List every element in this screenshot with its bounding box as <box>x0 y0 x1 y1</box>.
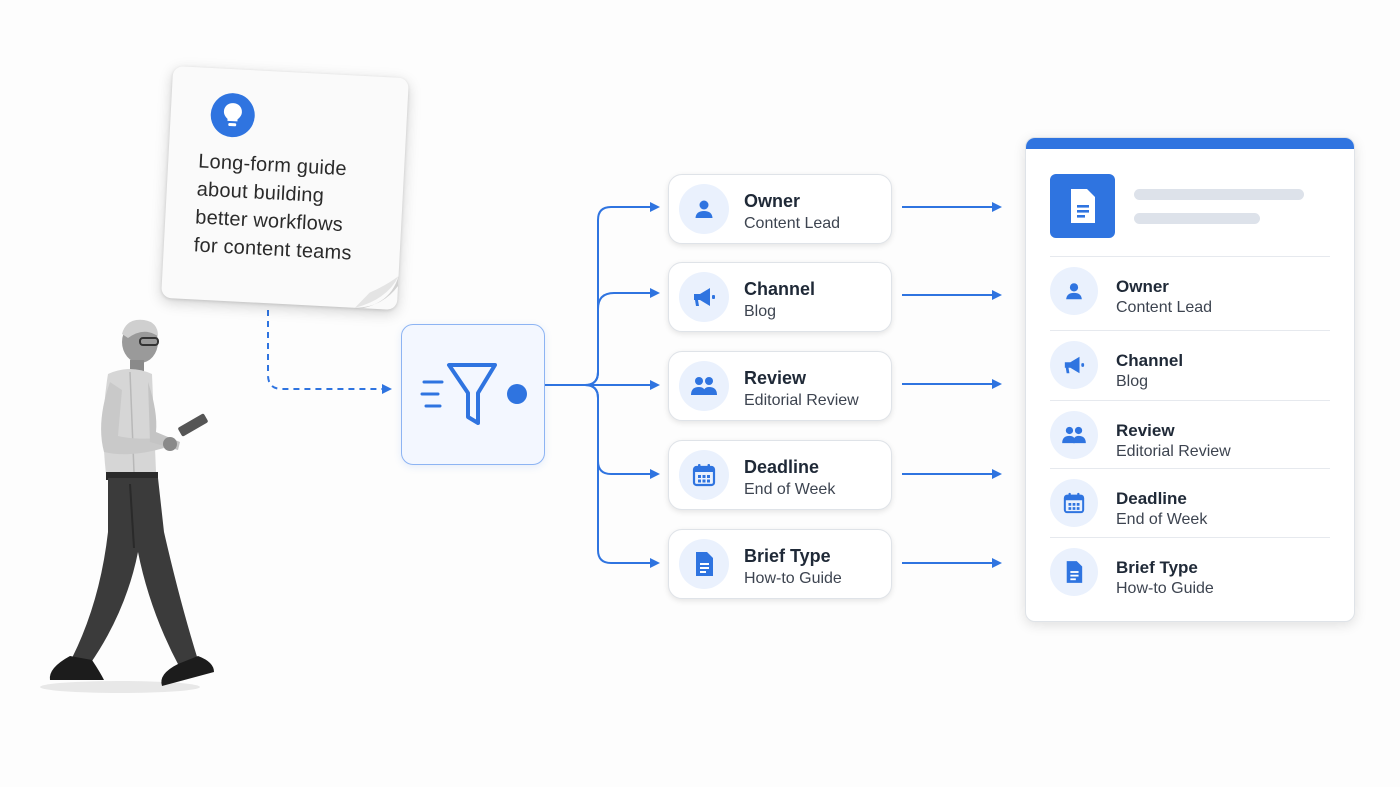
placeholder-line <box>1134 189 1304 200</box>
page-curl <box>350 276 399 309</box>
group-icon <box>679 361 729 411</box>
branch-brief-type <box>584 384 660 568</box>
person-walking-illustration <box>40 319 214 693</box>
field-value: Editorial Review <box>744 392 859 409</box>
field-value: How-to Guide <box>744 570 842 587</box>
doc-row-review: Review Editorial Review <box>1050 400 1330 469</box>
document-icon <box>679 539 729 589</box>
field-label: Brief Type <box>744 546 831 566</box>
row-value: Blog <box>1116 373 1149 390</box>
lightbulb-icon <box>209 92 256 139</box>
field-card-channel[interactable]: Channel Blog <box>668 262 892 332</box>
branch-channel <box>584 288 660 386</box>
row-label: Channel <box>1116 351 1184 370</box>
person-icon <box>1050 267 1098 315</box>
row-label: Review <box>1116 421 1175 440</box>
megaphone-icon <box>679 272 729 322</box>
filter-node[interactable] <box>401 324 545 465</box>
doc-row-owner: Owner Content Lead <box>1050 256 1330 325</box>
field-card-brief-type[interactable]: Brief Type How-to Guide <box>668 529 892 599</box>
document-icon <box>1050 174 1115 238</box>
megaphone-icon <box>1050 341 1098 389</box>
field-value: Content Lead <box>744 215 841 232</box>
field-card-review[interactable]: Review Editorial Review <box>668 351 892 421</box>
row-label: Deadline <box>1116 489 1187 508</box>
row-value: How-to Guide <box>1116 580 1214 597</box>
field-card-owner[interactable]: Owner Content Lead <box>668 174 892 244</box>
calendar-icon <box>1050 479 1098 527</box>
dashed-connector <box>267 310 392 394</box>
field-label: Deadline <box>744 457 820 477</box>
branch-owner <box>584 202 660 386</box>
row-value: Editorial Review <box>1116 443 1231 460</box>
doc-row-deadline: Deadline End of Week <box>1050 468 1330 537</box>
field-value: End of Week <box>744 481 836 498</box>
placeholder-line <box>1134 213 1260 224</box>
row-value: End of Week <box>1116 511 1208 528</box>
row-label: Brief Type <box>1116 558 1198 577</box>
field-label: Review <box>744 368 807 388</box>
branch-deadline <box>584 384 660 479</box>
field-label: Owner <box>744 191 801 211</box>
field-card-deadline[interactable]: Deadline End of Week <box>668 440 892 510</box>
calendar-icon <box>679 450 729 500</box>
field-label: Channel <box>744 279 816 299</box>
row-label: Owner <box>1116 277 1169 296</box>
note-text: Long-form guide about building better wo… <box>193 147 389 269</box>
row-value: Content Lead <box>1116 299 1213 316</box>
idea-note: Long-form guide about building better wo… <box>161 65 409 311</box>
group-icon <box>1050 411 1098 459</box>
document-header-bar <box>1026 138 1354 149</box>
person-icon <box>679 184 729 234</box>
output-document: Owner Content Lead Channel Blog Review E… <box>1025 137 1355 622</box>
field-value: Blog <box>744 303 777 320</box>
doc-row-channel: Channel Blog <box>1050 330 1330 399</box>
doc-row-brief-type: Brief Type How-to Guide <box>1050 537 1330 606</box>
document-icon <box>1050 548 1098 596</box>
filter-funnel-icon <box>420 363 527 425</box>
